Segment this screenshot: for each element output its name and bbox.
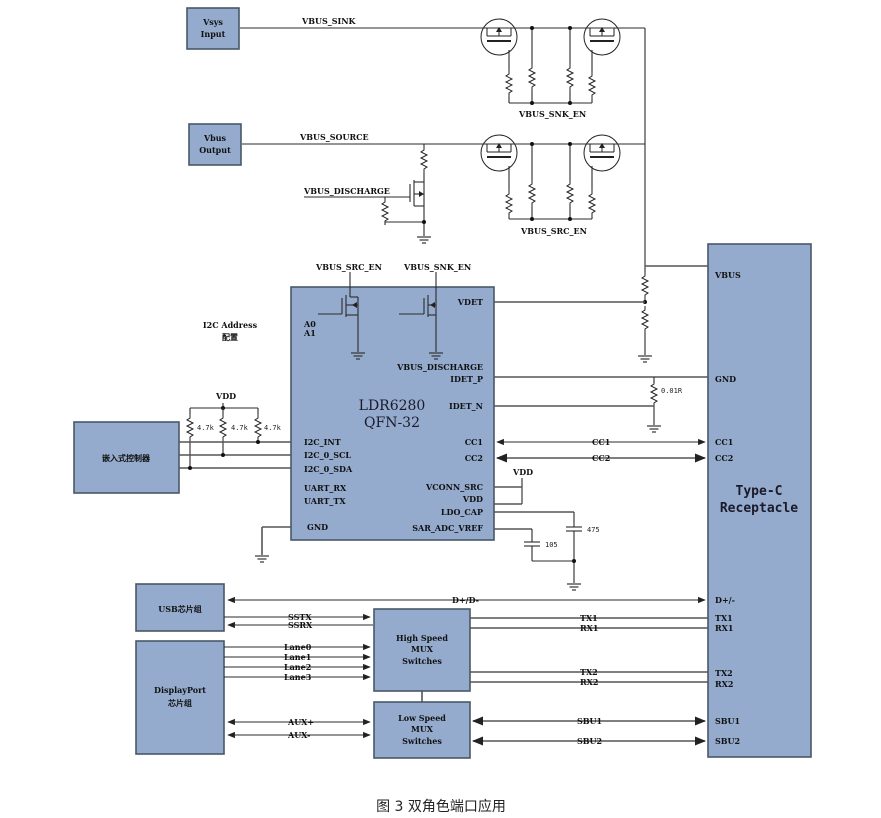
vdd-label-right: VDD [512, 467, 533, 477]
lane0-label: Lane0 [284, 642, 312, 652]
vdd-label-left: VDD [215, 391, 236, 401]
vbus-source-label: VBUS_SOURCE [299, 132, 369, 142]
tx1-net-label: TX1 [580, 613, 598, 623]
cc1-net-label: CC1 [592, 437, 610, 447]
hs-mux-label-1: High Speed [396, 633, 448, 643]
pin-i2c-sda: I2C_0_SDA [304, 464, 353, 474]
ground-symbol [416, 236, 432, 244]
vbus-discharge-label: VBUS_DISCHARGE [303, 186, 390, 196]
ls-mux-label-1: Low Speed [398, 713, 446, 723]
typec-pin-tx2: TX2 [715, 668, 733, 678]
dp-chipset-label: 芯片组 [168, 698, 192, 708]
typec-receptacle-block: Type-C Receptacle VBUS GND CC1 CC2 D+/- … [707, 243, 812, 758]
tx2-net-label: TX2 [580, 667, 598, 677]
pin-vdet: VDET [457, 297, 483, 307]
sink-mosfet-1 [480, 18, 518, 56]
pin-vbus-discharge: VBUS_DISCHARGE [396, 362, 483, 372]
sbu2-net-label: SBU2 [577, 736, 602, 746]
pin-i2c-scl: I2C_0_SCL [304, 450, 351, 460]
pin-i2c-int: I2C_INT [304, 437, 341, 447]
pin-vbus-src-en: VBUS_SRC_EN [315, 262, 382, 272]
sbu1-net-label: SBU1 [577, 716, 602, 726]
vbus-label: Vbus [203, 133, 227, 143]
vsys-label: Vsys [202, 17, 223, 27]
i2c-address-label: I2C Address [203, 320, 258, 330]
figure-caption: 图 3 双角色端口应用 [376, 798, 506, 815]
shunt-resistor-value: 0.01R [661, 387, 683, 395]
typec-pin-sbu1: SBU1 [715, 716, 740, 726]
i2c-address-config-label: 配置 [222, 332, 238, 342]
pin-vconn-src: VCONN_SRC [425, 482, 483, 492]
lane1-label: Lane1 [284, 652, 311, 662]
vbus-src-en-label: VBUS_SRC_EN [520, 226, 587, 236]
ls-mux-label-3: Switches [402, 736, 442, 746]
pin-idet-n: IDET_N [449, 401, 483, 411]
pin-gnd: GND [307, 522, 328, 532]
typec-pin-gnd: GND [715, 374, 736, 384]
ls-mux-label-2: MUX [411, 724, 434, 734]
lane2-label: Lane2 [284, 662, 311, 672]
output-label: Output [199, 145, 231, 155]
input-label: Input [201, 29, 226, 39]
low-speed-mux-block: Low Speed MUX Switches [373, 701, 471, 759]
pullup-1-value: 4.7k [197, 424, 215, 432]
vsys-input-block: Vsys Input [186, 7, 240, 50]
controller-label: 嵌入式控制器 [102, 453, 151, 463]
usb-chipset-label: USB芯片组 [158, 604, 202, 614]
pin-vbus-snk-en: VBUS_SNK_EN [403, 262, 471, 272]
displayport-chipset-block: DisplayPort 芯片组 [135, 640, 225, 755]
sink-mosfet-2 [583, 18, 621, 56]
ssrx-label: SSRX [288, 620, 313, 630]
cap-475-value: 475 [587, 526, 600, 534]
dp-label: DisplayPort [154, 685, 206, 695]
dpdm-net-label: D+/D- [452, 595, 479, 605]
pin-cc2: CC2 [465, 453, 483, 463]
pullup-3-value: 4.7k [264, 424, 282, 432]
cc2-net-label: CC2 [592, 453, 610, 463]
typec-pin-rx2: RX2 [715, 679, 733, 689]
source-mosfet-2 [583, 134, 621, 172]
pin-cc1: CC1 [465, 437, 483, 447]
aux-minus-label: AUX- [287, 730, 310, 740]
vbus-snk-en-label: VBUS_SNK_EN [518, 109, 586, 119]
rx1-net-label: RX1 [580, 623, 598, 633]
usb-chipset-block: USB芯片组 [135, 583, 225, 632]
chip-name: LDR6280 [359, 398, 426, 414]
pin-ldo-cap: LDO_CAP [441, 507, 483, 517]
typec-title: Type-C [736, 484, 783, 499]
vbus-sink-label: VBUS_SINK [301, 16, 357, 26]
pin-sar-adc-vref: SAR_ADC_VREF [412, 523, 483, 533]
typec-pin-tx1: TX1 [715, 613, 733, 623]
source-mosfet-1 [480, 134, 518, 172]
typec-pin-vbus: VBUS [714, 270, 741, 280]
pin-idet-p: IDET_P [450, 374, 483, 384]
pin-uart-tx: UART_TX [304, 496, 346, 506]
lane3-label: Lane3 [284, 672, 312, 682]
sstx-label: SSTX [288, 612, 312, 622]
cap-105-value: 105 [545, 541, 558, 549]
pullup-2-value: 4.7k [231, 424, 249, 432]
embedded-controller-block: 嵌入式控制器 [73, 421, 180, 494]
aux-plus-label: AUX+ [287, 717, 314, 727]
typec-pin-rx1: RX1 [715, 623, 733, 633]
typec-pin-cc1: CC1 [715, 437, 733, 447]
ldr6280-chip: LDR6280 QFN-32 VBUS_SRC_EN VBUS_SNK_EN A… [290, 262, 495, 541]
hs-mux-label-3: Switches [402, 656, 442, 666]
typec-pin-cc2: CC2 [715, 453, 733, 463]
chip-package: QFN-32 [364, 415, 420, 431]
vbus-output-block: Vbus Output [188, 123, 242, 166]
high-speed-mux-block: High Speed MUX Switches [373, 608, 471, 692]
typec-subtitle: Receptacle [720, 501, 798, 516]
hs-mux-label-2: MUX [411, 644, 434, 654]
pin-a1: A1 [303, 328, 316, 338]
pin-vdd: VDD [462, 494, 483, 504]
typec-pin-dpdm: D+/- [715, 595, 735, 605]
typec-pin-sbu2: SBU2 [715, 736, 740, 746]
pin-a0: A0 [303, 319, 316, 329]
rx2-net-label: RX2 [580, 677, 598, 687]
pin-uart-rx: UART_RX [304, 483, 347, 493]
